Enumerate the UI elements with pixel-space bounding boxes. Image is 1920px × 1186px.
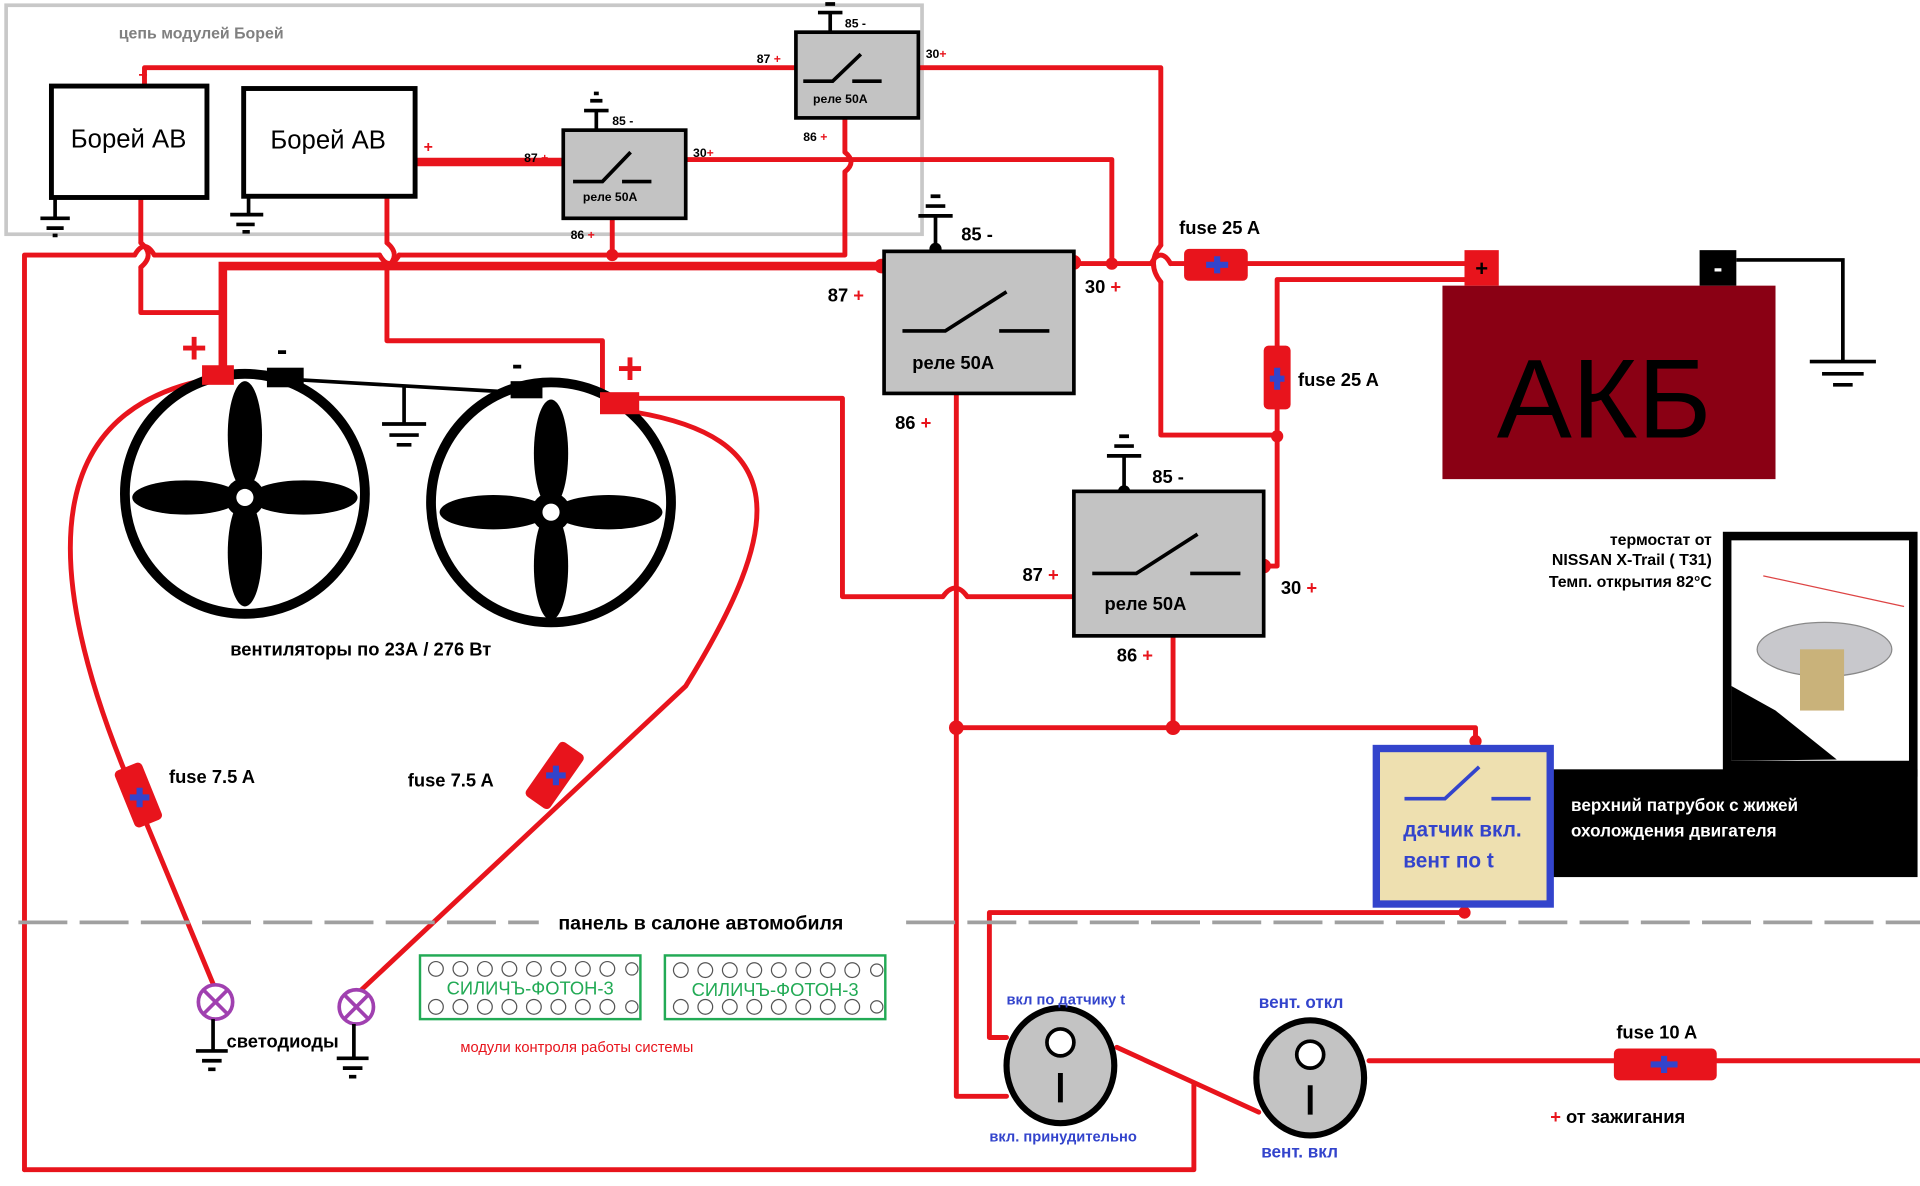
temperature-sensor: датчик вкл. вент по t [1372,744,1554,908]
pin-87-label: 87 + [1022,564,1058,585]
borey-group-title: цепь модулей Борей [119,25,284,42]
battery-label: АКБ [1497,335,1712,461]
pin-86-label: 86 + [803,130,827,144]
wires [22,65,1920,1173]
thermostat-model: NISSAN X-Trail ( T31) [1552,552,1712,569]
battery-negative-terminal: - [1713,253,1722,283]
fuse-label: fuse 25 A [1298,369,1379,390]
pin-30-label: 30 + [1281,577,1317,598]
switch-label-sensor-on: вкл по датчику t [1007,992,1126,1008]
borey-group-frame [4,3,924,237]
relay-label: реле 50A [912,352,994,373]
fuse-label: fuse 25 A [1179,217,1260,238]
fuse-main: fuse 25 A [1179,217,1260,281]
fan-2-positive-label: + [617,345,643,394]
fuse-secondary: fuse 25 A [1263,345,1379,410]
pin-86-label: 86 + [1117,645,1153,666]
sensor-label: вент по t [1403,849,1494,872]
sensor-label: датчик вкл. [1403,819,1521,842]
relay-label: реле 50A [583,190,638,204]
ground-icon [301,378,512,447]
fuse-led-right: fuse 7.5 A [408,741,584,810]
switch-label-fan-on: вент. вкл [1261,1141,1338,1161]
pin-87-label: 87 + [524,151,548,165]
pin-87-label: 87 + [828,285,864,306]
fuse-ignition: fuse 10 A [1613,1022,1717,1081]
borey-module-2: Борей АВ + [241,86,433,199]
pin-86-label: 86 + [895,412,931,433]
pin-30-label: 30+ [926,47,947,61]
pin-30-label: 30+ [693,146,714,160]
ground-icon [40,196,264,238]
relay-label: реле 50A [813,92,868,106]
small-relay-1: реле 50A 85 - 87 + 30+ 86 + [524,91,714,242]
thermostat-label: термостат от [1610,532,1712,549]
fans-caption: вентиляторы по 23А / 276 Вт [230,638,491,659]
borey-module-2-label: Борей АВ [270,127,386,155]
fuse-label: fuse 10 A [1616,1022,1697,1043]
thermostat-temp: Темп. открытия 82°C [1549,574,1712,591]
fan-2-negative-label: - [512,346,523,382]
plus-label: + [424,139,433,156]
module-name: СИЛИЧЪ-ФОТОН-3 [692,979,859,1000]
pin-30-label: 30 + [1085,276,1121,297]
relay-b: реле 50A 85 - 87 + 30 + 86 + [1022,434,1317,666]
ignition-label: + от зажигания [1550,1106,1685,1127]
relay-label: реле 50A [1104,593,1186,614]
led-indicator-left [195,983,235,1072]
pin-85-label: 85 - [1152,466,1184,487]
control-module-2: СИЛИЧЪ-ФОТОН-3 [663,954,887,1021]
fuse-label: fuse 7.5 A [408,769,494,790]
pin-85-label: 85 - [961,223,993,244]
switch-fan-on-off[interactable] [1253,1017,1368,1139]
small-relay-2: реле 50A 85 - 87 + 30+ 86 + [757,2,947,144]
pin-85-label: 85 - [845,16,866,30]
module-name: СИЛИЧЪ-ФОТОН-3 [447,978,614,999]
modules-caption: модули контроля работы системы [460,1040,693,1056]
relay-a: реле 50A 85 - 87 + 30 + 86 + [828,194,1121,433]
borey-module-1: Борей АВ + [48,67,210,200]
pin-85-label: 85 - [612,114,633,128]
thermostat-panel: термостат от NISSAN X-Trail ( T31) Темп.… [1549,531,1918,878]
cabin-panel-label: панель в салоне автомобиля [558,913,843,935]
switch-sensor-forced[interactable] [1003,1005,1118,1127]
pin-87-label: 87 + [757,52,781,66]
fan-2: + - [426,345,676,628]
leds-label: светодиоды [227,1030,339,1051]
pipe-label: верхний патрубок с жижей [1571,795,1798,815]
fan-1-negative-label: - [277,331,288,367]
fan-1: + - [120,324,370,619]
fan-1-positive-label: + [181,324,207,373]
pin-86-label: 86 + [571,228,595,242]
plus-label: + [138,67,147,84]
pipe-label: охолождения двигателя [1571,821,1777,841]
battery: + - АКБ [1442,250,1876,480]
led-indicator-right [336,987,376,1079]
control-module-1: СИЛИЧЪ-ФОТОН-3 [418,954,642,1021]
fuse-label: fuse 7.5 A [169,766,255,787]
battery-positive-terminal: + [1475,256,1488,281]
borey-module-1-label: Борей АВ [71,125,187,153]
fuse-led-left: fuse 7.5 A [114,762,255,828]
switch-label-forced-on: вкл. принудительно [989,1130,1137,1146]
switch-label-fan-off: вент. откл [1259,992,1344,1012]
